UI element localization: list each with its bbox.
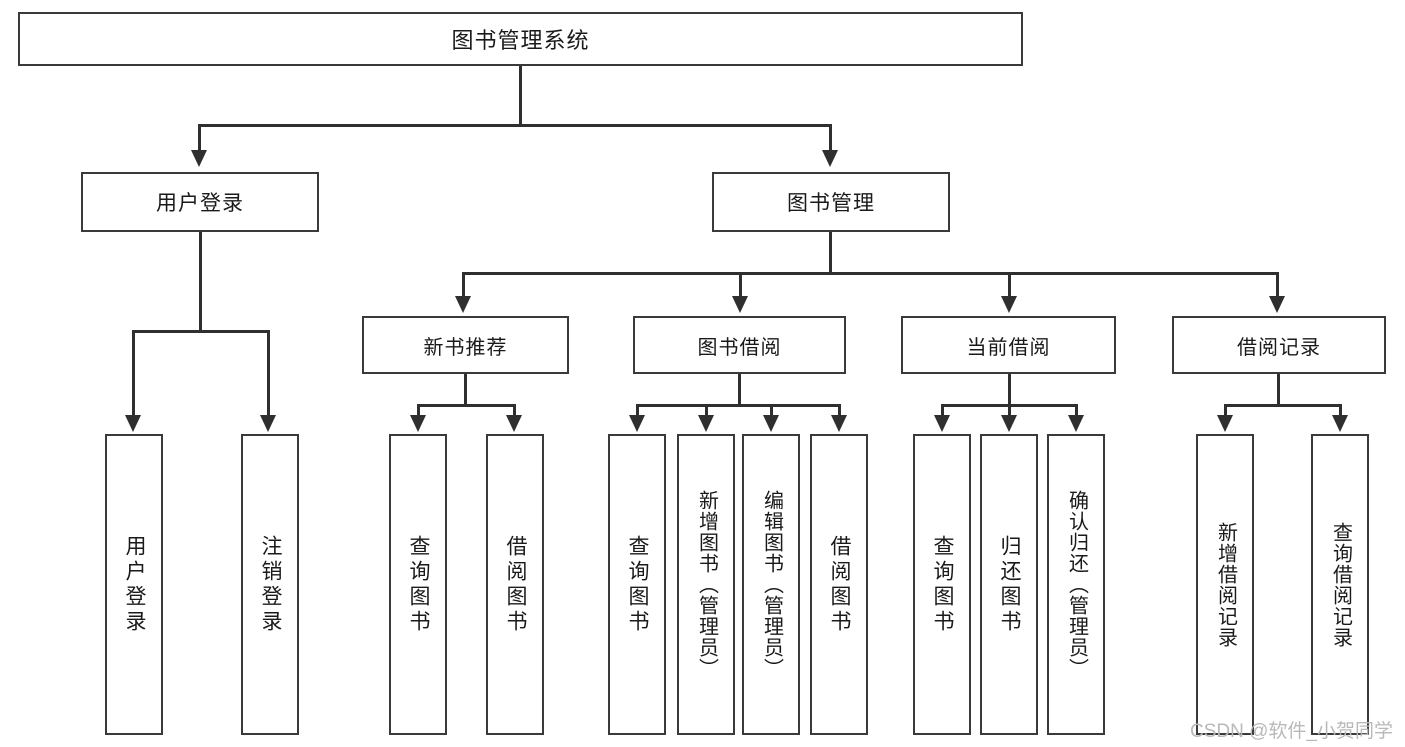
leaf-newbook-query-book[interactable]: 查询图书 [389, 434, 447, 735]
connector-newbook-stem [464, 374, 467, 406]
node-label: 用户登录 [123, 534, 147, 635]
node-label: 查询图书 [931, 534, 955, 635]
connector-borrow-to-add [705, 404, 708, 418]
node-label: 借阅图书 [504, 534, 528, 635]
connector-record-to-add [1224, 404, 1227, 418]
leaf-borrow-add-book[interactable]: 新增图书（管理员） [677, 434, 735, 735]
connector-root-stem [519, 66, 522, 126]
connector-book-to-borrow [739, 272, 742, 298]
arrow-user-to-login [125, 415, 141, 432]
node-user-login[interactable]: 用户登录 [81, 172, 319, 232]
connector-newbook-bus [417, 404, 516, 407]
arrow-newbook-to-query [410, 415, 426, 432]
node-label: 注销登录 [259, 534, 283, 635]
arrow-record-to-query [1332, 415, 1348, 432]
watermark-csdn: CSDN @软件_小贺同学 [1190, 716, 1393, 743]
leaf-current-query-book[interactable]: 查询图书 [913, 434, 971, 735]
arrow-borrow-to-edit [763, 415, 779, 432]
connector-current-to-return [1008, 404, 1011, 418]
node-new-book-recommend[interactable]: 新书推荐 [362, 316, 569, 374]
node-book-borrow[interactable]: 图书借阅 [633, 316, 846, 374]
node-label: 借阅图书 [828, 534, 852, 635]
node-label: 用户登录 [156, 192, 244, 215]
node-label: 确认归还（管理员） [1065, 490, 1088, 679]
connector-borrow-to-edit [770, 404, 773, 418]
node-book-management[interactable]: 图书管理 [712, 172, 950, 232]
node-label: 新增借阅记录 [1214, 521, 1237, 648]
connector-record-to-query [1339, 404, 1342, 418]
watermark-text: CSDN @软件_小贺同学 [1190, 721, 1393, 742]
connector-user-bus [132, 330, 269, 333]
connector-book-to-current [1008, 272, 1011, 298]
node-label: 查询图书 [626, 534, 650, 635]
connector-record-stem [1277, 374, 1280, 406]
connector-root-to-user [198, 124, 201, 152]
node-label: 查询借阅记录 [1329, 521, 1352, 648]
leaf-borrow-query-book[interactable]: 查询图书 [608, 434, 666, 735]
connector-current-to-query [941, 404, 944, 418]
connector-root-to-book [829, 124, 832, 152]
arrow-root-to-user [191, 150, 207, 167]
connector-book-to-newbook [462, 272, 465, 298]
node-label: 图书管理 [787, 192, 875, 215]
connector-borrow-to-lend [838, 404, 841, 418]
arrow-book-to-borrow [732, 296, 748, 313]
connector-newbook-to-query [417, 404, 420, 418]
leaf-user-login[interactable]: 用户登录 [105, 434, 163, 735]
arrow-current-to-query [934, 415, 950, 432]
connector-user-stem [199, 232, 202, 332]
arrow-newbook-to-borrow [506, 415, 522, 432]
node-label: 新书推荐 [423, 336, 508, 359]
leaf-current-confirm-return[interactable]: 确认归还（管理员） [1047, 434, 1105, 735]
node-current-borrow[interactable]: 当前借阅 [901, 316, 1116, 374]
node-label: 归还图书 [998, 534, 1022, 635]
arrow-current-to-return [1001, 415, 1017, 432]
node-label: 新增图书（管理员） [695, 490, 718, 679]
arrow-user-to-logout [260, 415, 276, 432]
connector-borrow-bus [636, 404, 841, 407]
node-label: 当前借阅 [966, 336, 1051, 359]
node-root-system[interactable]: 图书管理系统 [18, 12, 1023, 66]
connector-newbook-to-borrow [513, 404, 516, 418]
node-label: 编辑图书（管理员） [760, 490, 783, 679]
leaf-borrow-edit-book[interactable]: 编辑图书（管理员） [742, 434, 800, 735]
arrow-book-to-newbook [455, 296, 471, 313]
arrow-borrow-to-add [698, 415, 714, 432]
connector-root-bus [198, 124, 832, 127]
connector-current-to-confirm [1075, 404, 1078, 418]
connector-book-to-record [1276, 272, 1279, 298]
arrow-record-to-add [1217, 415, 1233, 432]
arrow-book-to-record [1269, 296, 1285, 313]
arrow-borrow-to-query [629, 415, 645, 432]
leaf-record-query-record[interactable]: 查询借阅记录 [1311, 434, 1369, 735]
arrow-book-to-current [1001, 296, 1017, 313]
connector-borrow-stem [738, 374, 741, 406]
arrow-root-to-book [822, 150, 838, 167]
node-borrow-record[interactable]: 借阅记录 [1172, 316, 1386, 374]
node-label: 图书管理系统 [451, 28, 590, 53]
node-label: 查询图书 [407, 534, 431, 635]
leaf-record-add-record[interactable]: 新增借阅记录 [1196, 434, 1254, 735]
connector-book-stem [829, 232, 832, 274]
leaf-newbook-borrow-book[interactable]: 借阅图书 [486, 434, 544, 735]
arrow-borrow-to-lend [831, 415, 847, 432]
connector-user-to-logout [267, 330, 270, 418]
connector-borrow-to-query [636, 404, 639, 418]
node-label: 借阅记录 [1237, 336, 1321, 359]
connector-current-stem [1008, 374, 1011, 406]
leaf-current-return-book[interactable]: 归还图书 [980, 434, 1038, 735]
leaf-borrow-lend-book[interactable]: 借阅图书 [810, 434, 868, 735]
arrow-current-to-confirm [1068, 415, 1084, 432]
connector-user-to-login [132, 330, 135, 418]
connector-record-bus [1224, 404, 1342, 407]
leaf-user-logout[interactable]: 注销登录 [241, 434, 299, 735]
connector-book-bus [462, 272, 1279, 275]
node-label: 图书借阅 [697, 336, 782, 359]
